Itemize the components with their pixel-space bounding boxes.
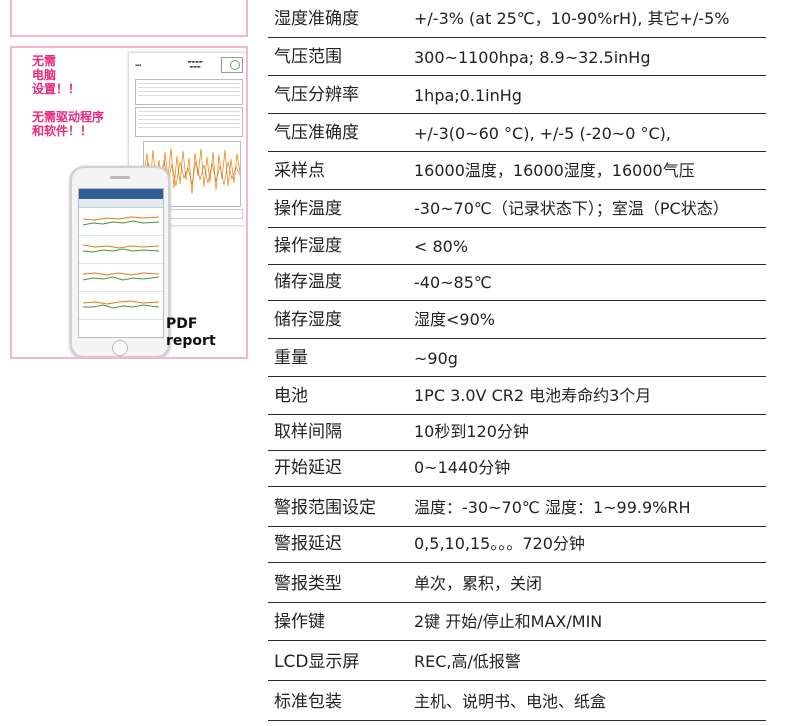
spec-row: 湿度准确度 +/-3% (at 25℃，10-90%rH), 其它+/-5% bbox=[268, 0, 766, 38]
spec-label: 开始延迟 bbox=[274, 458, 342, 478]
spec-value: 0,5,10,15。。。720分钟 bbox=[414, 534, 585, 553]
spec-label: 储存湿度 bbox=[274, 310, 342, 330]
spec-label: 气压分辨率 bbox=[274, 85, 359, 105]
spec-row: 警报范围设定 温度：-30~70℃ 湿度：1~99.9%RH bbox=[268, 487, 766, 527]
spec-row: 操作键 2键 开始/停止和MAX/MIN bbox=[268, 603, 766, 641]
app-list-entry bbox=[79, 264, 163, 292]
spec-row: 操作湿度 < 80% bbox=[268, 228, 766, 265]
spec-row: 操作温度 -30~70℃（记录状态下）；室温（PC状态） bbox=[268, 190, 766, 228]
spec-label: 操作温度 bbox=[274, 199, 342, 219]
spec-row: 储存温度 -40~85℃ bbox=[268, 265, 766, 301]
spec-value: -30~70℃（记录状态下）；室温（PC状态） bbox=[414, 199, 729, 218]
phone-screen bbox=[78, 188, 164, 338]
app-list-entry bbox=[79, 236, 163, 264]
spec-value: -40~85℃ bbox=[414, 273, 492, 292]
spec-label: 警报类型 bbox=[274, 574, 342, 594]
spec-row: 取样间隔 10秒到120分钟 bbox=[268, 415, 766, 451]
promo-no-computer-text: 无需 电脑 设置！！ bbox=[32, 54, 81, 96]
spec-label: 储存温度 bbox=[274, 272, 342, 292]
spec-value: 主机、说明书、电池、纸盒 bbox=[414, 692, 607, 711]
spec-label: 湿度准确度 bbox=[274, 9, 359, 29]
spec-value: +/-3(0~60 °C), +/-5 (-20~0 °C), bbox=[414, 124, 671, 143]
spec-row: 重量 ~90g bbox=[268, 339, 766, 377]
spec-row: 气压准确度 +/-3(0~60 °C), +/-5 (-20~0 °C), bbox=[268, 114, 766, 152]
spec-row: 警报类型 单次，累积，关闭 bbox=[268, 563, 766, 603]
pdf-stamp bbox=[221, 57, 243, 73]
spec-row: 气压范围 300~1100hpa; 8.9~32.5inHg bbox=[268, 38, 766, 76]
spec-value: 16000温度，16000湿度，16000气压 bbox=[414, 161, 695, 180]
spec-label: 操作键 bbox=[274, 612, 325, 632]
spec-row: LCD显示屏 REC,高/低报警 bbox=[268, 641, 766, 681]
app-search-bar bbox=[79, 199, 163, 208]
promo-panel: ▪▪▪ ▬▬▬▬▬▬▬ 无需 电脑 设置！！ 无需驱动程序 和软件！！ bbox=[10, 46, 248, 359]
spec-row: 警报延迟 0,5,10,15。。。720分钟 bbox=[268, 527, 766, 563]
spec-row: 储存湿度 湿度<90% bbox=[268, 301, 766, 339]
spec-value: 0~1440分钟 bbox=[414, 458, 511, 477]
spec-table: 湿度准确度 +/-3% (at 25℃，10-90%rH), 其它+/-5% 气压范… bbox=[268, 0, 766, 721]
spec-value: +/-3% (at 25℃，10-90%rH), 其它+/-5% bbox=[414, 9, 730, 28]
spec-label: 警报延迟 bbox=[274, 534, 342, 554]
spec-value: 单次，累积，关闭 bbox=[414, 574, 543, 593]
spec-value: 2键 开始/停止和MAX/MIN bbox=[414, 612, 603, 631]
spec-value: REC,高/低报警 bbox=[414, 652, 521, 671]
spec-label: 气压准确度 bbox=[274, 123, 359, 143]
app-title-bar bbox=[79, 189, 163, 199]
pdf-summary-table bbox=[135, 79, 243, 105]
spec-label: 采样点 bbox=[274, 161, 325, 181]
promo-no-driver-text: 无需驱动程序 和软件！！ bbox=[32, 110, 105, 138]
spec-value: 1hpa;0.1inHg bbox=[414, 86, 522, 105]
spec-value: < 80% bbox=[414, 237, 469, 256]
pdf-header: ▬▬▬▬▬▬▬ bbox=[187, 59, 203, 69]
spec-value: ~90g bbox=[414, 349, 458, 368]
spec-value: 300~1100hpa; 8.9~32.5inHg bbox=[414, 48, 651, 67]
app-list-entry bbox=[79, 208, 163, 236]
spec-row: 气压分辨率 1hpa;0.1inHg bbox=[268, 76, 766, 114]
pdf-stats-table bbox=[135, 107, 243, 137]
pdf-report-label: PDF report bbox=[166, 316, 216, 349]
pdf-logo: ▪▪▪ bbox=[135, 63, 142, 67]
spec-row: 开始延迟 0~1440分钟 bbox=[268, 451, 766, 487]
spec-row: 标准包装 主机、说明书、电池、纸盒 bbox=[268, 681, 766, 721]
top-pink-frame bbox=[10, 0, 248, 37]
spec-label: 警报范围设定 bbox=[274, 498, 376, 518]
spec-label: 取样间隔 bbox=[274, 422, 342, 442]
phone-home-button bbox=[112, 340, 128, 356]
spec-row: 电池 1PC 3.0V CR2 电池寿命约3个月 bbox=[268, 377, 766, 415]
spec-value: 温度：-30~70℃ 湿度：1~99.9%RH bbox=[414, 498, 691, 517]
spec-label: 重量 bbox=[274, 348, 308, 368]
spec-label: 气压范围 bbox=[274, 47, 342, 67]
spec-value: 湿度<90% bbox=[414, 310, 495, 329]
spec-label: 电池 bbox=[274, 386, 308, 406]
app-list-entry bbox=[79, 292, 163, 320]
spec-label: 操作湿度 bbox=[274, 236, 342, 256]
phone-illustration bbox=[70, 166, 170, 357]
spec-label: 标准包装 bbox=[274, 692, 342, 712]
spec-label: LCD显示屏 bbox=[274, 652, 360, 672]
spec-row: 采样点 16000温度，16000湿度，16000气压 bbox=[268, 152, 766, 190]
phone-speaker bbox=[110, 176, 130, 179]
spec-value: 1PC 3.0V CR2 电池寿命约3个月 bbox=[414, 386, 652, 405]
spec-value: 10秒到120分钟 bbox=[414, 422, 529, 441]
